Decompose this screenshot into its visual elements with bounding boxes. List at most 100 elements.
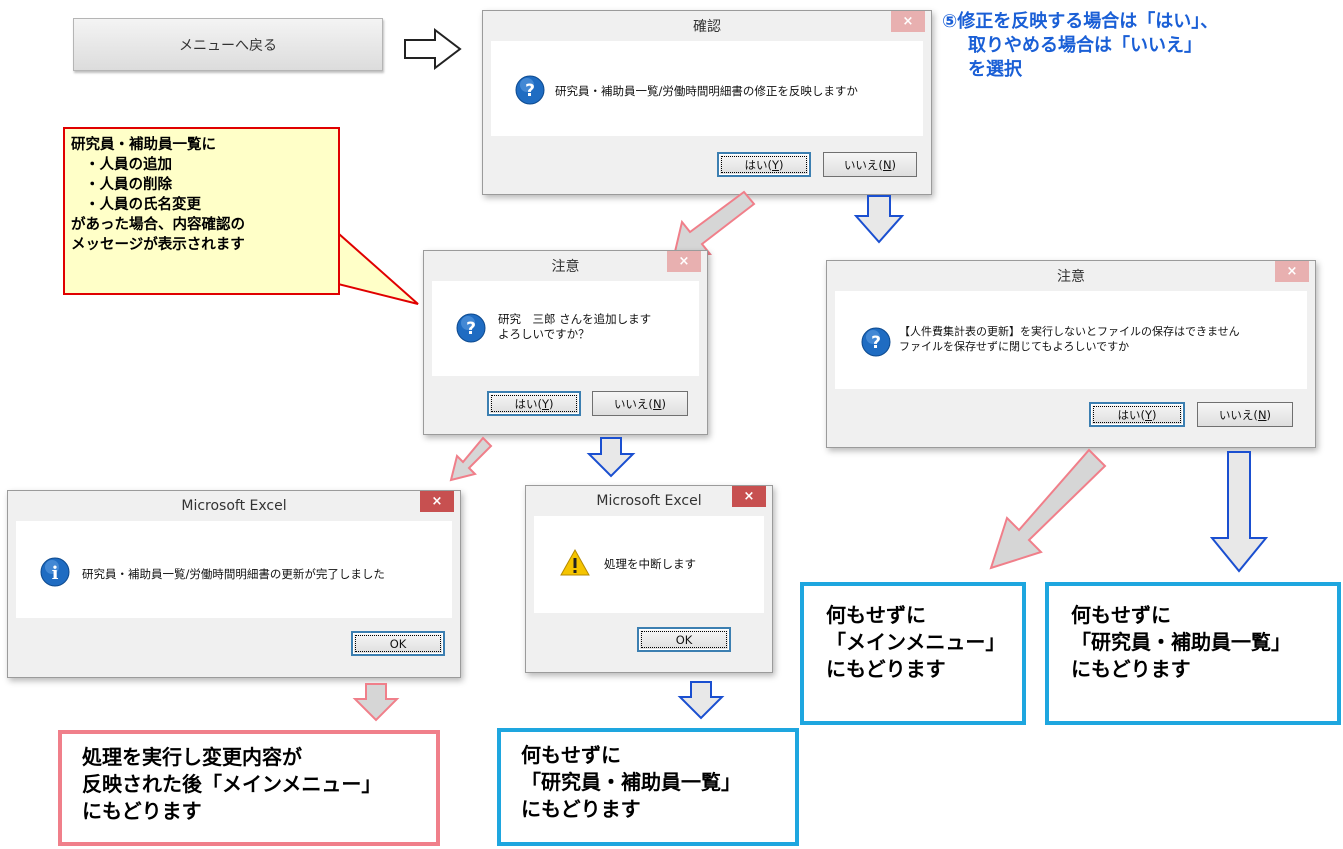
yes-button[interactable]: はい(Y) bbox=[487, 391, 581, 416]
no-button[interactable]: いいえ(N) bbox=[823, 152, 917, 177]
yes-label: はい( bbox=[514, 396, 542, 411]
dialog-body: 処理を中断します bbox=[534, 516, 764, 613]
dialog-title: 注意 bbox=[1057, 269, 1085, 285]
dialog-message: 研究員・補助員一覧/労働時間明細書の更新が完了しました bbox=[82, 567, 385, 581]
paren: ) bbox=[891, 157, 897, 172]
svg-text:?: ? bbox=[525, 81, 535, 101]
instruction-line: を選択 bbox=[968, 59, 1022, 80]
dialog-body: ? 研究 三郎 さんを追加します よろしいですか？ bbox=[432, 281, 699, 376]
instruction-line: ⑤修正を反映する場合は「はい」、 bbox=[942, 11, 1219, 32]
dialog-message: 研究 三郎 さんを追加します よろしいですか？ bbox=[498, 312, 651, 342]
svg-text:?: ? bbox=[871, 333, 881, 353]
callout-line: 研究員・補助員一覧に bbox=[71, 137, 216, 153]
result-line: 反映された後「メインメニュー」 bbox=[82, 772, 382, 796]
callout-line: メッセージが表示されます bbox=[71, 237, 245, 253]
info-callout: 研究員・補助員一覧に ・人員の追加 ・人員の削除 ・人員の氏名変更 があった場合… bbox=[63, 127, 340, 295]
yes-key: Y bbox=[771, 157, 780, 172]
message-line: 研究 三郎 さんを追加します bbox=[498, 312, 652, 326]
close-button[interactable]: × bbox=[667, 251, 701, 272]
callout-line: があった場合、内容確認の bbox=[71, 217, 245, 233]
svg-text:i: i bbox=[52, 563, 59, 584]
add-person-dialog: 注意 × ? 研究 三郎 さんを追加します よろしいですか？ はい(Y) いいえ… bbox=[423, 250, 708, 435]
dialog-title: Microsoft Excel bbox=[181, 498, 287, 514]
question-icon: ? bbox=[861, 327, 891, 357]
callout-line: ・人員の氏名変更 bbox=[85, 197, 201, 213]
instruction-text: ⑤修正を反映する場合は「はい」、 取りやめる場合は「いいえ」 を選択 bbox=[942, 10, 1218, 82]
paren: ) bbox=[1152, 407, 1157, 422]
result-line: 「メインメニュー」 bbox=[826, 630, 1006, 654]
result-box-list: 何もせずに 「研究員・補助員一覧」 にもどります bbox=[1045, 582, 1341, 725]
callout-line: ・人員の追加 bbox=[85, 157, 172, 173]
paren: ) bbox=[549, 396, 554, 411]
no-button[interactable]: いいえ(N) bbox=[592, 391, 688, 416]
blue-down-arrow-icon bbox=[677, 681, 725, 720]
close-button[interactable]: × bbox=[891, 11, 925, 32]
result-box-applied: 処理を実行し変更内容が 反映された後「メインメニュー」 にもどります bbox=[58, 730, 440, 846]
result-line: にもどります bbox=[826, 657, 946, 681]
blue-down-arrow-icon bbox=[586, 437, 636, 478]
dialog-message: 処理を中断します bbox=[604, 557, 696, 571]
no-label: いいえ( bbox=[1218, 407, 1258, 422]
back-to-menu-button[interactable]: メニューへ戻る bbox=[73, 18, 383, 71]
result-line: 何もせずに bbox=[826, 603, 926, 627]
message-line: 【人件費集計表の更新】を実行しないとファイルの保存はできません bbox=[899, 325, 1240, 338]
dialog-message: 研究員・補助員一覧/労働時間明細書の修正を反映しますか bbox=[555, 84, 858, 98]
dialog-title: 確認 bbox=[693, 19, 721, 35]
paren: ) bbox=[1266, 407, 1272, 422]
dialog-title: Microsoft Excel bbox=[596, 493, 702, 509]
close-button[interactable]: × bbox=[732, 486, 766, 507]
message-line: よろしいですか？ bbox=[498, 327, 590, 341]
dialog-body: ? 【人件費集計表の更新】を実行しないとファイルの保存はできません ファイルを保… bbox=[835, 291, 1307, 389]
no-label: いいえ( bbox=[843, 157, 883, 172]
blue-down-arrow-icon bbox=[1210, 451, 1269, 573]
save-warning-dialog: 注意 × ? 【人件費集計表の更新】を実行しないとファイルの保存はできません フ… bbox=[826, 260, 1316, 448]
no-key: N bbox=[1257, 407, 1267, 422]
yes-button[interactable]: はい(Y) bbox=[717, 152, 811, 177]
dialog-title: 注意 bbox=[551, 259, 580, 275]
result-line: 「研究員・補助員一覧」 bbox=[1071, 630, 1291, 654]
yes-button[interactable]: はい(Y) bbox=[1089, 402, 1185, 427]
question-icon: ? bbox=[515, 75, 545, 105]
message-line: ファイルを保存せずに閉じてもよろしいですか bbox=[899, 340, 1130, 353]
result-box-main-menu: 何もせずに 「メインメニュー」 にもどります bbox=[800, 582, 1026, 725]
svg-text:?: ? bbox=[466, 319, 476, 339]
dialog-message: 【人件費集計表の更新】を実行しないとファイルの保存はできません ファイルを保存せ… bbox=[899, 324, 1240, 354]
question-icon: ? bbox=[456, 313, 486, 343]
paren: ) bbox=[661, 396, 667, 411]
complete-dialog: Microsoft Excel × i 研究員・補助員一覧/労働時間明細書の更新… bbox=[7, 490, 461, 678]
yes-label: はい( bbox=[1117, 407, 1145, 422]
dialog-body: ? 研究員・補助員一覧/労働時間明細書の修正を反映しますか bbox=[491, 41, 923, 136]
abort-dialog: Microsoft Excel × 処理を中断します OK bbox=[525, 485, 773, 673]
callout-pointer bbox=[330, 224, 419, 305]
pink-arrow-icon bbox=[449, 436, 493, 482]
result-box-list-bottom: 何もせずに 「研究員・補助員一覧」 にもどります bbox=[497, 728, 799, 846]
result-line: 何もせずに bbox=[521, 743, 621, 767]
warning-icon bbox=[560, 548, 590, 576]
ok-button[interactable]: OK bbox=[351, 631, 445, 656]
blue-down-arrow-icon bbox=[853, 195, 905, 244]
right-arrow-icon bbox=[404, 28, 462, 70]
result-line: 何もせずに bbox=[1071, 603, 1171, 627]
dialog-body: i 研究員・補助員一覧/労働時間明細書の更新が完了しました bbox=[16, 521, 452, 618]
yes-label: はい( bbox=[744, 157, 772, 172]
pink-down-arrow-icon bbox=[352, 683, 400, 722]
yes-key: Y bbox=[541, 396, 550, 411]
instruction-line: 取りやめる場合は「いいえ」 bbox=[968, 35, 1202, 56]
paren: ) bbox=[779, 157, 784, 172]
no-key: N bbox=[652, 396, 662, 411]
confirm-dialog: 確認 × ? 研究員・補助員一覧/労働時間明細書の修正を反映しますか はい(Y)… bbox=[482, 10, 932, 195]
no-key: N bbox=[882, 157, 892, 172]
result-line: にもどります bbox=[82, 799, 202, 823]
ok-button[interactable]: OK bbox=[637, 627, 731, 652]
callout-line: ・人員の削除 bbox=[85, 177, 172, 193]
close-button[interactable]: × bbox=[420, 491, 454, 512]
result-line: 処理を実行し変更内容が bbox=[82, 745, 302, 769]
info-icon: i bbox=[40, 557, 70, 587]
no-button[interactable]: いいえ(N) bbox=[1197, 402, 1293, 427]
close-button[interactable]: × bbox=[1275, 261, 1309, 282]
result-line: にもどります bbox=[521, 797, 641, 821]
yes-key: Y bbox=[1144, 407, 1153, 422]
pink-arrow-icon bbox=[989, 448, 1107, 570]
result-line: 「研究員・補助員一覧」 bbox=[521, 770, 741, 794]
result-line: にもどります bbox=[1071, 657, 1191, 681]
